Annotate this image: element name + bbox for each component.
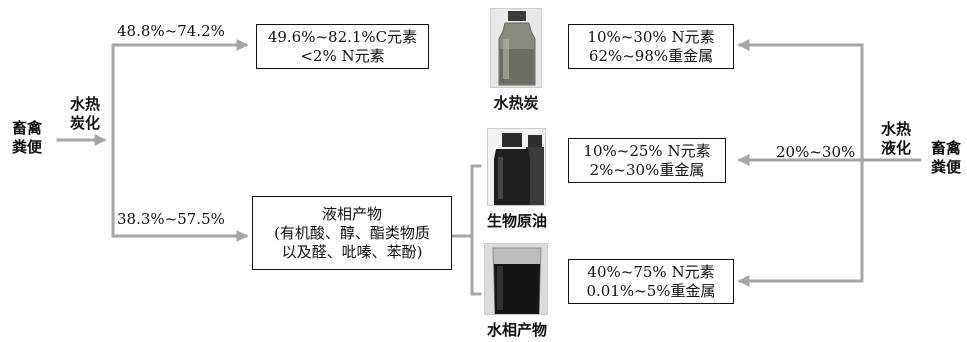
aqueous-product-caption: 水相产物 — [486, 321, 547, 339]
right-yield: 20%~30% — [776, 143, 856, 161]
hydrochar-composition-box: 49.6%~82.1%C元素 <2% N元素 — [256, 24, 429, 69]
right-aqueous-box: 40%~75% N元素 0.01%~5%重金属 — [568, 259, 734, 304]
right-aqueous-nitrogen-text: 40%~75% N元素 — [587, 262, 715, 281]
liquid-product-title: 液相产物 — [321, 204, 382, 223]
hydrochar-caption: 水热炭 — [493, 94, 539, 112]
right-hydrochar-box: 10%~30% N元素 62%~98%重金属 — [568, 24, 734, 69]
hydrochar-photo — [490, 8, 542, 88]
right-bio-crude-nitrogen-text: 10%~25% N元素 — [583, 141, 711, 160]
left-source-label: 畜禽 粪便 — [11, 119, 42, 156]
bio-crude-caption: 生物原油 — [486, 212, 547, 230]
right-hydrochar-metal-text: 62%~98%重金属 — [588, 46, 714, 65]
right-hydrochar-nitrogen-text: 10%~30% N元素 — [587, 27, 715, 46]
bio-crude-photo — [487, 128, 546, 206]
hydrochar-nitrogen-text: <2% N元素 — [300, 46, 385, 65]
right-bio-crude-box: 10%~25% N元素 2%~30%重金属 — [568, 138, 726, 183]
right-bio-crude-metal-text: 2%~30%重金属 — [589, 160, 705, 179]
left-process-label: 水热 炭化 — [69, 95, 100, 132]
left-lower-yield: 38.3%~57.5% — [117, 210, 225, 228]
hydrochar-carbon-text: 49.6%~82.1%C元素 — [267, 27, 418, 46]
liquid-product-detail-2: 以及醛、吡嗪、苯酚) — [281, 242, 423, 261]
aqueous-product-photo — [484, 243, 548, 315]
aqueous-product-beaker-icon — [485, 244, 547, 314]
bio-crude-bottles-icon — [488, 129, 545, 205]
right-source-label: 畜禽 粪便 — [930, 139, 961, 176]
hydrochar-bottle-icon — [491, 9, 541, 87]
liquid-product-detail-1: (有机酸、醇、酯类物质 — [274, 223, 430, 242]
right-aqueous-metal-text: 0.01%~5%重金属 — [586, 281, 716, 300]
liquid-product-box: 液相产物 (有机酸、醇、酯类物质 以及醛、吡嗪、苯酚) — [252, 196, 452, 270]
right-process-label: 水热 液化 — [880, 120, 911, 157]
left-upper-yield: 48.8%~74.2% — [117, 22, 225, 40]
